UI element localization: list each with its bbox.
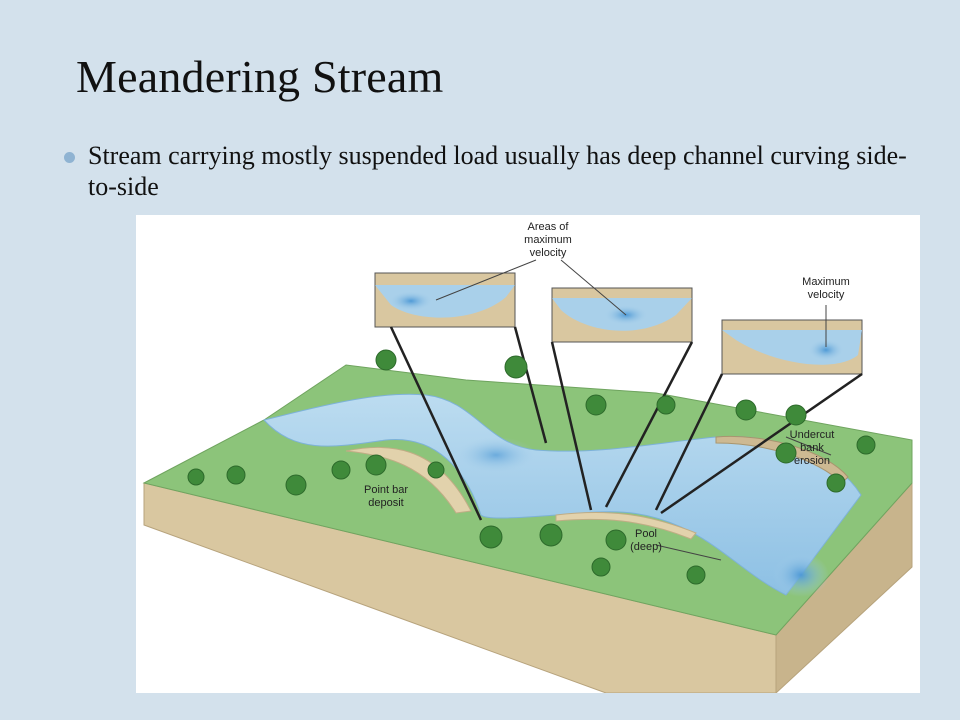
label-pointer-lines xyxy=(435,259,832,561)
meandering-stream-figure: Areas of maximum velocity Maximum veloci… xyxy=(136,215,920,693)
label-point-bar: Point bar xyxy=(364,484,408,496)
label-deep: (deep) xyxy=(630,541,662,553)
label-erosion: erosion xyxy=(794,455,830,467)
point-bar-left xyxy=(345,446,472,514)
label-deposit: deposit xyxy=(368,497,403,509)
label-velocity: velocity xyxy=(530,247,567,259)
stream-block-diagram: Areas of maximum velocity Maximum veloci… xyxy=(142,221,913,693)
cross-section-3 xyxy=(721,319,863,375)
bullet-dot-icon xyxy=(64,152,75,163)
diagram-labels: Areas of maximum velocity Maximum veloci… xyxy=(364,221,850,553)
deep-spot-upper xyxy=(456,437,536,473)
slide-title: Meandering Stream xyxy=(76,51,444,102)
river-channel xyxy=(263,393,862,596)
label-undercut: Undercut xyxy=(790,429,835,441)
label-maximum: maximum xyxy=(524,234,572,246)
pool-deep-spot xyxy=(773,553,829,597)
trees xyxy=(187,349,876,585)
label-areas-of: Areas of xyxy=(528,221,570,233)
label-bank: bank xyxy=(800,442,824,454)
cross-section-1 xyxy=(374,272,516,328)
label-maximum-velocity-1: Maximum xyxy=(802,276,850,288)
bullet-item: Stream carrying mostly suspended load us… xyxy=(88,141,907,201)
cross-section-2 xyxy=(551,287,693,343)
label-maximum-velocity-2: velocity xyxy=(808,289,845,301)
inset-leader-lines xyxy=(389,326,863,521)
point-bar-right xyxy=(555,511,697,540)
label-pool: Pool xyxy=(635,528,657,540)
bullet-list: Stream carrying mostly suspended load us… xyxy=(64,140,924,202)
